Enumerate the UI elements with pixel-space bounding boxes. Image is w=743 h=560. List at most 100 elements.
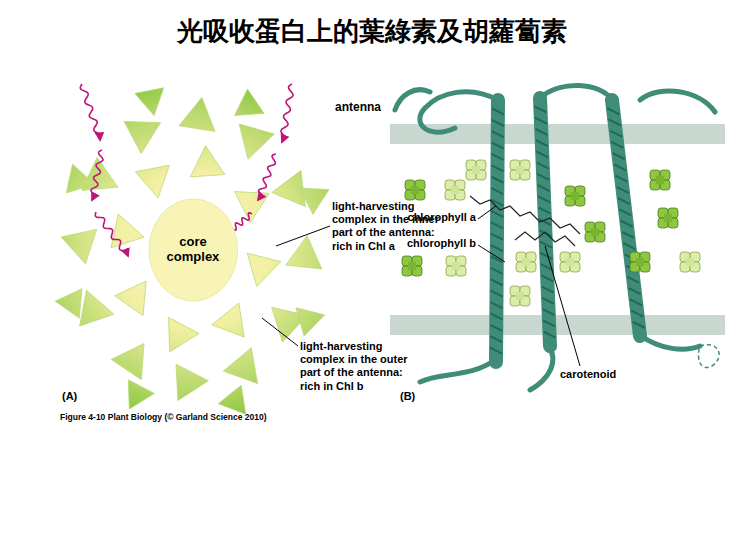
helix-stripe	[609, 119, 621, 125]
protein-loop	[395, 90, 430, 110]
light-arrow	[258, 154, 276, 200]
antenna-triangle	[235, 89, 264, 115]
panel-label: (B)	[400, 390, 440, 403]
helix-stripe	[491, 291, 503, 297]
helix-stripe	[615, 176, 627, 182]
chlorophyll-b	[560, 252, 580, 272]
helix-stripe	[491, 245, 503, 251]
helix-stripe	[491, 234, 503, 240]
helix-stripe	[538, 196, 550, 202]
chlorophyll-a	[402, 256, 422, 276]
helix-stripe	[537, 174, 549, 180]
part-label: carotenoid	[560, 368, 650, 381]
antenna-triangle	[190, 146, 225, 177]
part-label: light-harvesting complex in the outer pa…	[300, 340, 418, 393]
antenna-triangle	[239, 124, 274, 159]
light-arrow	[95, 212, 128, 256]
chlorophyll-b	[510, 160, 530, 180]
carotenoid-chain	[470, 196, 580, 234]
part-label: antenna	[335, 100, 415, 114]
helix-stripe	[622, 232, 634, 238]
figure-caption: Figure 4-10 Plant Biology (© Garland Sci…	[60, 412, 267, 422]
helix-stripe	[538, 185, 550, 191]
helix-stripe	[540, 253, 552, 259]
leader-line	[478, 245, 505, 262]
antenna-triangle	[179, 97, 215, 131]
protein-loop	[540, 85, 612, 100]
helix-stripe	[492, 143, 504, 149]
helix-stripe	[535, 118, 547, 124]
helix-stripe	[541, 275, 553, 281]
helix-stripe	[610, 131, 622, 137]
antenna-triangle	[223, 348, 257, 384]
leader-lines	[262, 226, 330, 346]
helix-stripe	[490, 325, 502, 331]
helix-stripe	[537, 163, 549, 169]
part-label: chlorophyll b	[388, 237, 476, 250]
helix-stripe	[614, 164, 626, 170]
antenna-triangle	[235, 192, 270, 223]
helix-stripe	[539, 208, 551, 214]
light-arrow	[91, 150, 103, 200]
helix-stripe	[613, 153, 625, 159]
helix-stripe	[619, 209, 631, 215]
chlorophyll-a	[630, 252, 650, 272]
helix-stripe	[535, 129, 547, 135]
light-arrow	[281, 84, 293, 142]
helix-stripe	[611, 142, 623, 148]
alpha-helix	[612, 100, 640, 336]
alpha-helix	[496, 100, 498, 362]
helix-stripe	[617, 187, 629, 193]
antenna-triangle	[128, 380, 154, 409]
helix-stripe	[618, 198, 630, 204]
antenna-triangle	[135, 88, 164, 116]
helix-stripe	[631, 311, 643, 317]
helix-stripe	[543, 320, 555, 326]
helix-stripe	[623, 243, 635, 249]
antenna-triangle	[296, 308, 325, 336]
helix-stripe	[490, 302, 502, 308]
antenna-triangle	[169, 317, 200, 352]
helix-stripe	[627, 277, 639, 283]
helix-stripe	[536, 151, 548, 157]
chlorophyll-a	[658, 208, 678, 228]
node-label: core complex	[156, 235, 231, 265]
antenna-triangle	[300, 188, 329, 214]
helix-stripe	[492, 131, 504, 137]
helix-stripe	[491, 279, 503, 285]
antenna-triangle	[212, 303, 244, 337]
helix-stripe	[629, 288, 641, 294]
chlorophyll-a	[405, 180, 425, 200]
chlorophyll-b	[466, 160, 486, 180]
leader-line	[545, 246, 580, 366]
light-harvesting-complexes	[55, 88, 329, 415]
antenna-triangle	[124, 121, 160, 153]
antenna-triangle	[55, 289, 82, 318]
helix-stripe	[490, 336, 502, 342]
helix-stripe	[490, 313, 502, 319]
helix-stripe	[490, 348, 502, 354]
protein-loop	[420, 92, 498, 132]
helix-stripe	[491, 222, 503, 228]
light-arrow	[80, 84, 100, 140]
antenna-triangle	[66, 164, 94, 193]
chlorophyll-b	[445, 180, 465, 200]
helix-stripe	[491, 211, 503, 217]
antenna-triangle	[176, 364, 208, 400]
part-label: chlorophyll a	[388, 211, 476, 224]
helix-stripe	[491, 268, 503, 274]
helix-stripe	[540, 242, 552, 248]
helix-stripe	[630, 299, 642, 305]
helix-stripe	[491, 177, 503, 183]
antenna-triangle	[111, 214, 144, 248]
chlorophyll-b	[446, 256, 466, 276]
helix-stripe	[492, 120, 504, 126]
antenna-triangle	[111, 344, 144, 380]
antenna-triangle	[115, 281, 146, 316]
panel-label: (A)	[62, 390, 102, 403]
antenna-triangle	[80, 290, 114, 326]
helix-stripe	[492, 108, 504, 114]
helix-stripe	[491, 188, 503, 194]
helix-stripe	[621, 221, 633, 227]
